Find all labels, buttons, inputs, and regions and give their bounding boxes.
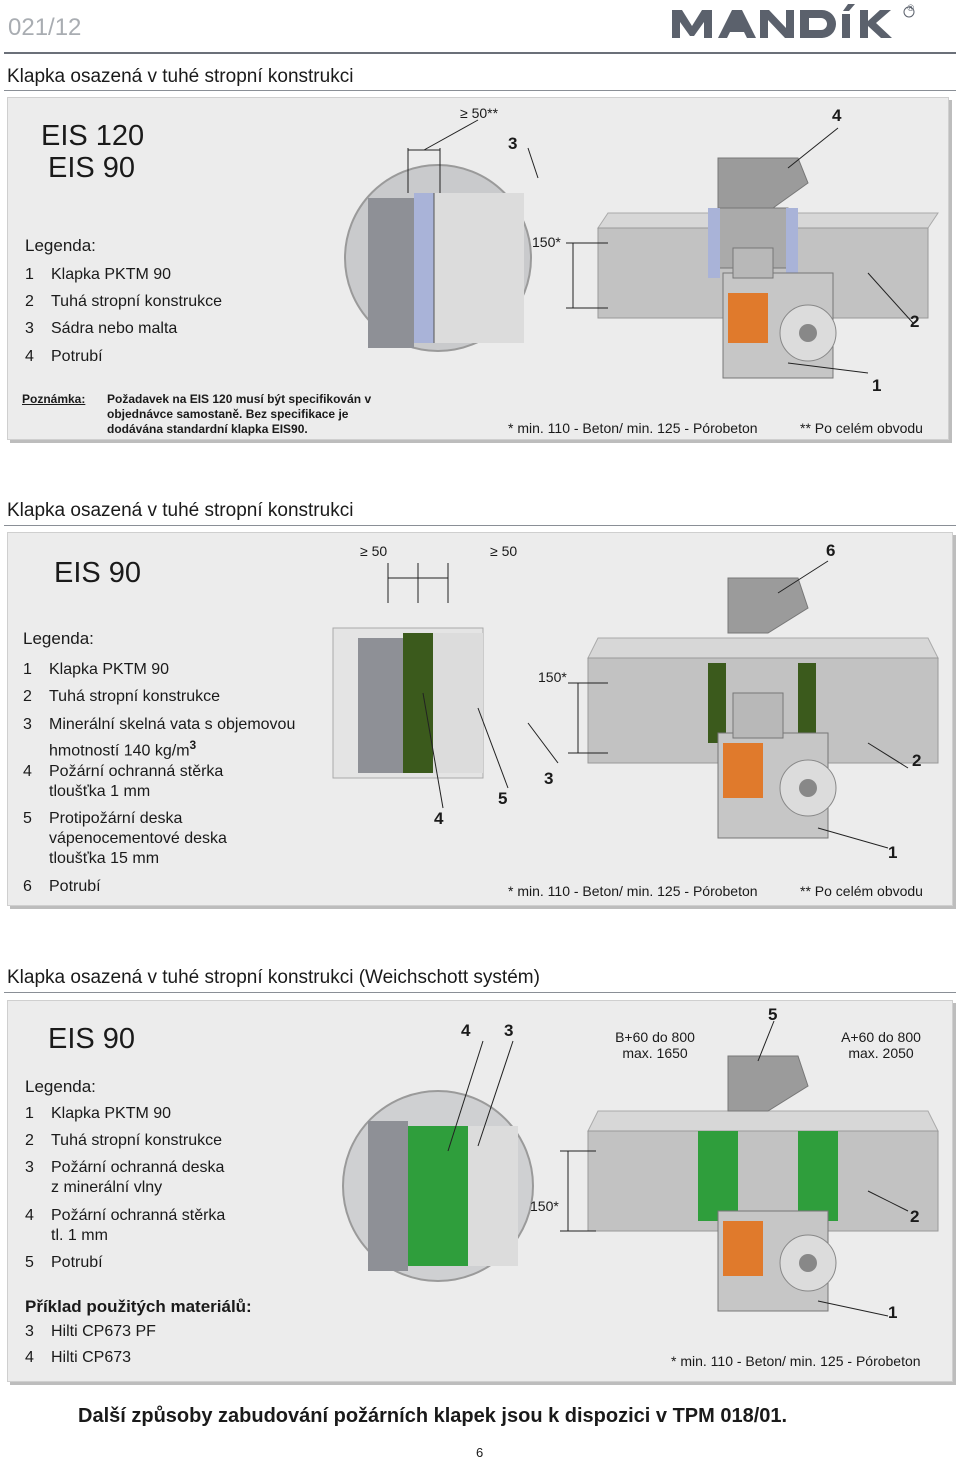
callout-1: 1 <box>888 1303 898 1322</box>
callout-2: 2 <box>910 312 920 331</box>
section-3-title: Klapka osazená v tuhé stropní konstrukci… <box>7 967 540 988</box>
section-2-title: Klapka osazená v tuhé stropní konstrukci <box>7 500 354 521</box>
legend-title: Legenda: <box>23 629 94 648</box>
footnote-perimeter: ** Po celém obvodu <box>800 883 923 899</box>
callout-4: 4 <box>832 106 842 125</box>
additional-methods-note: Další způsoby zabudování požárních klape… <box>78 1405 788 1427</box>
example-materials-title: Příklad použitých materiálů: <box>25 1297 252 1316</box>
dimension-a: A+60 do 800 max. 2050 <box>841 1029 921 1061</box>
footnote-min-thickness: * min. 110 - Beton/ min. 125 - Pórobeton <box>508 883 758 899</box>
registered-mark: ® <box>907 3 914 13</box>
legend-title: Legenda: <box>25 1077 96 1096</box>
callout-1: 1 <box>888 843 898 862</box>
callout-3: 3 <box>508 134 518 153</box>
footnote-min-thickness: * min. 110 - Beton/ min. 125 - Pórobeton <box>671 1353 921 1369</box>
callout-5: 5 <box>498 789 508 808</box>
legend-title: Legenda: <box>25 236 96 255</box>
dimension-gap: ≥ 50** <box>460 105 499 121</box>
dimension-height: 150* <box>530 1198 559 1214</box>
footnote-min-thickness: * min. 110 - Beton/ min. 125 - Pórobeton <box>508 420 758 436</box>
callout-4: 4 <box>461 1021 471 1040</box>
installation-diagram-3 <box>342 1020 939 1317</box>
dimension-gap-2: ≥ 50 <box>490 543 518 559</box>
callout-2: 2 <box>912 751 922 770</box>
dimension-height: 150* <box>532 234 561 250</box>
section-2-divider <box>4 525 956 526</box>
dimension-b: B+60 do 800 max. 1650 <box>615 1029 695 1061</box>
dimension-height: 150* <box>538 669 567 685</box>
dimension-gap-1: ≥ 50 <box>360 543 388 559</box>
document-code: 021/12 <box>8 14 82 41</box>
callout-3: 3 <box>504 1021 514 1040</box>
eis-120-label: EIS 120 <box>41 120 145 152</box>
installation-diagram-2 <box>332 560 939 849</box>
callout-6: 6 <box>826 541 836 560</box>
footnote-perimeter: ** Po celém obvodu <box>800 420 923 436</box>
header-divider <box>4 52 956 54</box>
callout-4: 4 <box>434 809 444 828</box>
section-1-title: Klapka osazená v tuhé stropní konstrukci <box>7 66 354 87</box>
callout-3: 3 <box>544 769 554 788</box>
callout-5: 5 <box>768 1005 778 1024</box>
callout-1: 1 <box>872 376 882 395</box>
section-3-divider <box>4 992 956 993</box>
page-number: 6 <box>476 1445 484 1460</box>
note-label: Poznámka: <box>22 392 86 406</box>
eis-90-label: EIS 90 <box>54 557 142 589</box>
eis-90-label: EIS 90 <box>48 152 136 184</box>
installation-diagram-1 <box>344 119 939 379</box>
mandik-logo: ® <box>660 0 960 50</box>
eis-90-label: EIS 90 <box>48 1023 136 1055</box>
mandik-logo-graphic <box>672 4 915 38</box>
callout-2: 2 <box>910 1207 920 1226</box>
section-1-divider <box>4 90 956 91</box>
note-text: Požadavek na EIS 120 musí být specifikov… <box>107 392 372 436</box>
